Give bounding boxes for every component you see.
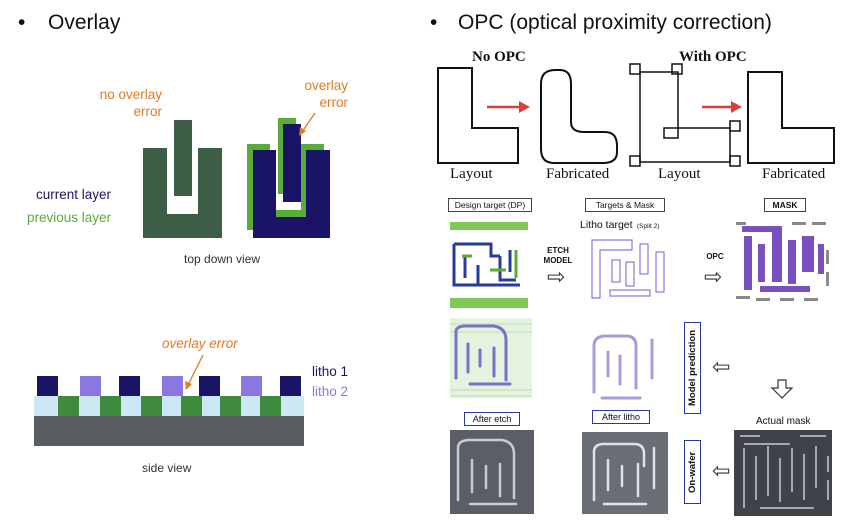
litho-split-text: (Split 2) xyxy=(637,223,660,230)
model-prediction-arrow-icon: ⇦ xyxy=(712,354,731,379)
down-arrow xyxy=(770,379,794,399)
no-overlay-error-label: no overlay error xyxy=(82,86,162,120)
side-overlay-error-label: overlay error xyxy=(162,336,238,351)
on-wafer-label: On-wafer xyxy=(684,440,701,504)
overlay-error-pointer xyxy=(301,112,316,133)
opc-bullet: • xyxy=(430,11,438,34)
litho2-layer xyxy=(34,396,304,416)
mask-sraf xyxy=(736,222,829,301)
fabricated-caption-1: Fabricated xyxy=(546,166,610,182)
litho1-legend: litho 1 xyxy=(312,364,349,379)
actual-mask-label: Actual mask xyxy=(756,416,811,427)
overlay-bullet: • xyxy=(18,11,26,34)
opc-layout-shape xyxy=(639,71,731,163)
side-overlay-pointer xyxy=(187,354,204,386)
top-down-view-caption: top down view xyxy=(184,252,261,266)
model-prediction-label: Model prediction xyxy=(684,322,701,414)
on-wafer-arrow-icon: ⇦ xyxy=(712,458,731,483)
actual-mask-sem xyxy=(734,430,832,516)
etch-model-label: ETCH MODEL xyxy=(538,246,578,266)
fabricated-l-shape-2 xyxy=(747,71,835,164)
after-etch-sem xyxy=(450,430,534,514)
fabricated-caption-2: Fabricated xyxy=(762,166,826,182)
with-opc-heading: With OPC xyxy=(679,49,747,65)
litho-target-shapes xyxy=(591,239,665,299)
fabricated-l-shape-1 xyxy=(540,69,618,164)
mask-pattern xyxy=(742,226,824,292)
design-target-label: Design target (DP) xyxy=(448,198,532,212)
etch-model-line2: MODEL xyxy=(543,256,573,265)
layout-caption-1: Layout xyxy=(450,166,493,182)
opc-step-label: OPC xyxy=(706,252,724,261)
overlay-title: Overlay xyxy=(48,11,121,34)
curr-layer-u-shape xyxy=(253,150,330,238)
side-view-caption: side view xyxy=(142,461,192,475)
etch-model-line1: ETCH xyxy=(547,246,569,255)
no-overlay-error-line2: error xyxy=(133,104,162,119)
after-litho-label: After litho xyxy=(592,410,650,424)
litho-prediction-shapes xyxy=(592,334,654,400)
overlay-error-line2: error xyxy=(319,95,348,110)
no-error-u-shape xyxy=(143,148,222,238)
overlay-error-line1: overlay xyxy=(304,78,348,93)
overlay-error-label: overlay error xyxy=(290,77,348,111)
model-prediction-panel xyxy=(450,318,532,398)
no-error-bar xyxy=(174,120,192,196)
etch-model-arrow-icon: ⇨ xyxy=(547,264,566,289)
opc-title: OPC (optical proximity correction) xyxy=(458,11,772,34)
substrate xyxy=(34,416,304,446)
litho2-legend: litho 2 xyxy=(312,384,349,399)
current-layer-legend: current layer xyxy=(36,187,112,202)
curr-layer-bar xyxy=(283,124,301,202)
litho-target-text: Litho target xyxy=(580,219,633,231)
opc-arrow-icon: ⇨ xyxy=(704,264,723,289)
previous-layer-legend: previous layer xyxy=(27,210,112,225)
after-etch-label: After etch xyxy=(464,412,520,426)
mask-label: MASK xyxy=(764,198,806,212)
layout-l-shape xyxy=(437,67,519,164)
no-opc-heading: No OPC xyxy=(472,49,526,65)
no-overlay-error-line1: no overlay xyxy=(99,87,162,102)
litho-target-label: Litho target (Split 2) xyxy=(580,215,659,233)
layout-caption-2: Layout xyxy=(658,166,701,182)
targets-mask-label: Targets & Mask xyxy=(585,198,665,212)
overlay-error-pointer-head xyxy=(299,127,306,136)
litho1-features xyxy=(37,376,301,396)
side-overlay-pointer-head xyxy=(185,381,192,390)
